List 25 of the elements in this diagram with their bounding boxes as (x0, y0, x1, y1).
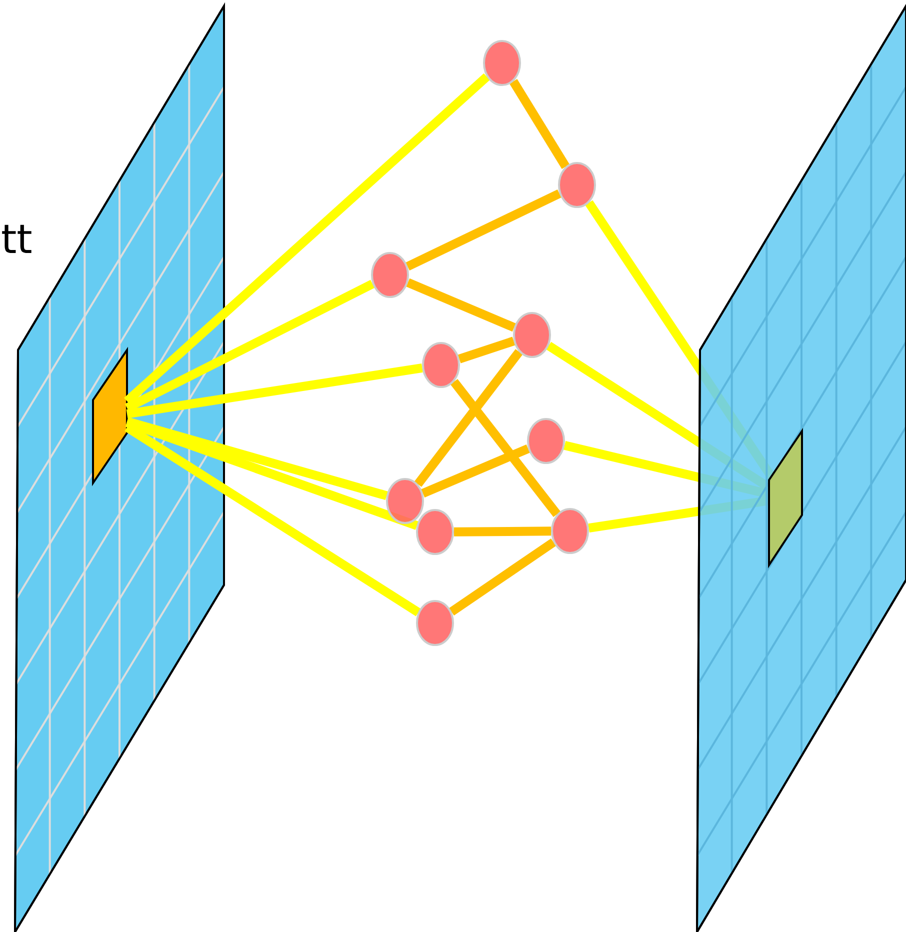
connector-line (448, 538, 556, 616)
connector-line (406, 278, 516, 332)
text-fragment: tt (1, 220, 32, 260)
connector-line (124, 280, 375, 412)
connector-line (126, 417, 388, 500)
grid-plane (697, 6, 906, 932)
connector-line (450, 378, 561, 518)
connector-line (454, 526, 552, 536)
node-circle (483, 40, 521, 86)
node-circle (527, 418, 565, 464)
connector-line (126, 363, 423, 418)
node-circle (513, 312, 551, 358)
node-circle (551, 508, 589, 554)
node-circle (371, 252, 409, 298)
connector-line (509, 79, 570, 169)
connector-line (421, 444, 530, 498)
connector-line (414, 349, 523, 487)
node-circle (416, 600, 454, 646)
node-circle (416, 509, 454, 555)
connector-line (406, 189, 562, 271)
node-circle (386, 478, 424, 524)
connector-line (124, 73, 490, 405)
node-circle (558, 162, 596, 208)
connector-line (458, 336, 516, 364)
node-circle (422, 342, 460, 388)
